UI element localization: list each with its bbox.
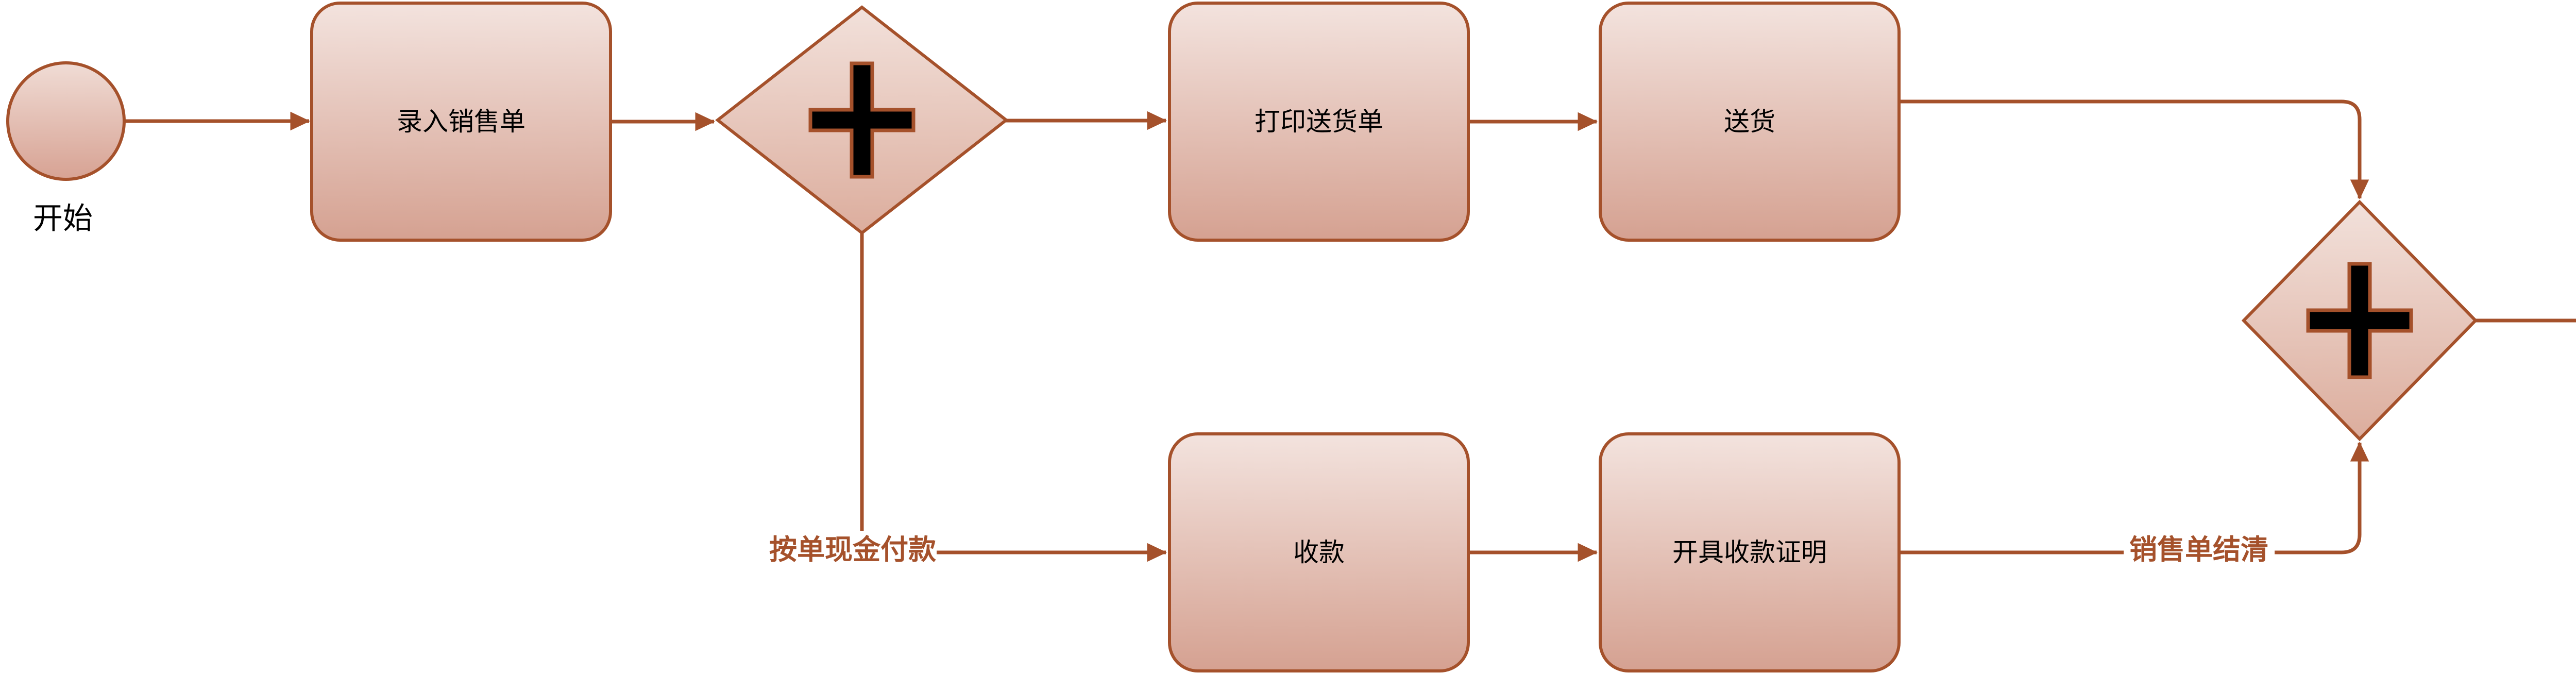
task-enter-sales-order-label: 录入销售单 xyxy=(397,107,526,136)
plus-icon xyxy=(808,61,916,179)
start-event[interactable] xyxy=(6,61,126,181)
task-issue-payment-receipt-label: 开具收款证明 xyxy=(1672,538,1827,567)
start-event-label: 开始 xyxy=(33,202,93,235)
flow-deliver-goods-to-gateway-join[interactable] xyxy=(1899,99,2369,199)
edge-label-order-settled: 销售单结清 xyxy=(2129,534,2268,565)
task-receive-payment[interactable]: 收款 xyxy=(1168,432,1470,672)
start-event-circle[interactable] xyxy=(6,61,126,181)
task-enter-sales-order[interactable]: 录入销售单 xyxy=(310,2,612,242)
plus-icon xyxy=(2306,262,2413,379)
task-receive-payment-label: 收款 xyxy=(1293,538,1345,567)
task-deliver-goods-label: 送货 xyxy=(1724,107,1775,136)
parallel-gateway-join[interactable] xyxy=(2241,199,2478,442)
task-print-delivery-note-label: 打印送货单 xyxy=(1255,107,1383,136)
task-deliver-goods[interactable]: 送货 xyxy=(1599,2,1901,242)
parallel-gateway-split[interactable] xyxy=(715,5,1009,235)
task-issue-payment-receipt[interactable]: 开具收款证明 xyxy=(1599,432,1901,672)
edge-label-cash-payment: 按单现金付款 xyxy=(769,534,936,565)
task-print-delivery-note[interactable]: 打印送货单 xyxy=(1168,2,1470,242)
flow-order-settled-to-gateway-join[interactable] xyxy=(2275,442,2369,554)
